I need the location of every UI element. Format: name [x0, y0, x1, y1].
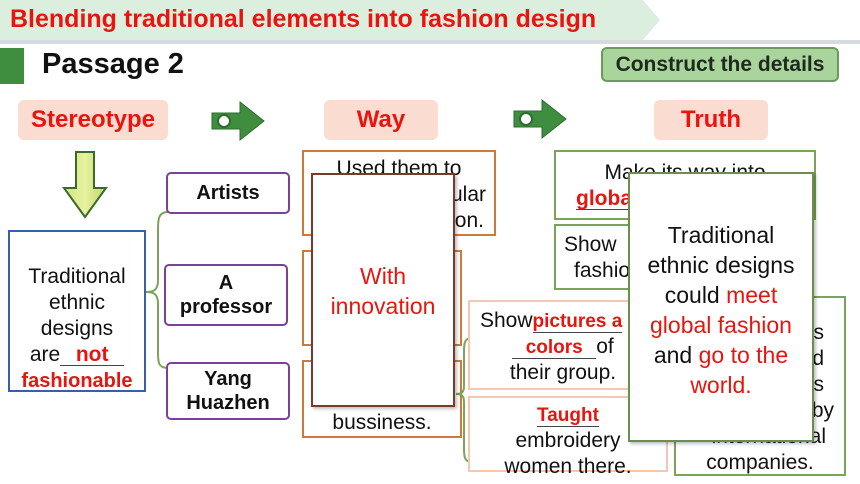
professor-line: A	[218, 272, 234, 294]
truth-card-highlight: world.	[690, 372, 752, 398]
show-text: of	[596, 335, 614, 358]
truth-line: Show	[564, 233, 617, 256]
section-marker	[0, 48, 24, 84]
way-header: Way	[324, 100, 438, 140]
innovation-line: innovation	[330, 293, 436, 319]
truth-card-line: could	[664, 282, 720, 308]
yang-line: Huazhen	[186, 392, 270, 414]
innovation-line: With	[360, 263, 406, 289]
stereotype-line: Traditional	[28, 265, 126, 288]
right-arrow-icon	[211, 100, 265, 142]
way-line: on.	[454, 209, 484, 232]
professor-line: professor	[179, 296, 273, 318]
show-text: their group.	[509, 361, 617, 384]
right-arrow-icon	[513, 98, 567, 140]
way-line: bussiness.	[332, 411, 432, 434]
answer-taught: Taught	[537, 405, 599, 427]
bracket-connector	[455, 337, 473, 463]
stereotype-header: Stereotype	[18, 100, 168, 140]
passage-heading: Passage 2	[42, 48, 184, 80]
professor-box: A professor	[164, 264, 288, 326]
truth-line: companies.	[706, 451, 814, 474]
yang-box: Yang Huazhen	[166, 362, 290, 420]
truth-card-highlight: global fashion	[650, 312, 792, 338]
truth-line: s	[813, 321, 825, 344]
truth-card: Traditional ethnic designs could meet gl…	[628, 172, 814, 442]
answer-not: not	[60, 344, 125, 366]
answer-colors: colors	[512, 338, 597, 359]
innovation-card: With innovation	[311, 173, 455, 407]
title-banner	[0, 0, 660, 40]
truth-card-highlight: go to the	[698, 342, 789, 368]
truth-card-highlight: meet	[726, 282, 778, 308]
way-line: ular	[450, 183, 486, 206]
bracket-connector	[145, 211, 169, 369]
down-arrow-icon	[62, 151, 108, 219]
show-text: Show	[480, 309, 533, 332]
truth-line: s	[813, 373, 825, 396]
truth-line: d	[812, 347, 824, 370]
artists-box: Artists	[166, 172, 290, 214]
truth-line: fashio	[574, 259, 631, 282]
truth-header: Truth	[654, 100, 768, 140]
stereotype-line: designs	[40, 317, 114, 340]
stereotype-line: ethnic	[48, 291, 106, 314]
truth-card-line: and	[653, 342, 693, 368]
taught-text: embroidery	[515, 429, 621, 452]
title-underline	[0, 40, 860, 44]
truth-card-line: Traditional	[667, 222, 775, 248]
yang-line: Yang	[204, 368, 252, 390]
answer-global: globa	[576, 187, 632, 210]
page-title: Blending traditional elements into fashi…	[10, 5, 597, 33]
truth-card-line: ethnic designs	[647, 252, 795, 278]
stereotype-line: are	[29, 343, 61, 366]
answer-fashionable: fashionable	[21, 370, 133, 392]
taught-text: women there.	[504, 455, 632, 478]
construct-details-button[interactable]: Construct the details	[601, 47, 839, 82]
answer-pictures: pictures a	[532, 311, 623, 333]
truth-line: by	[811, 399, 834, 422]
